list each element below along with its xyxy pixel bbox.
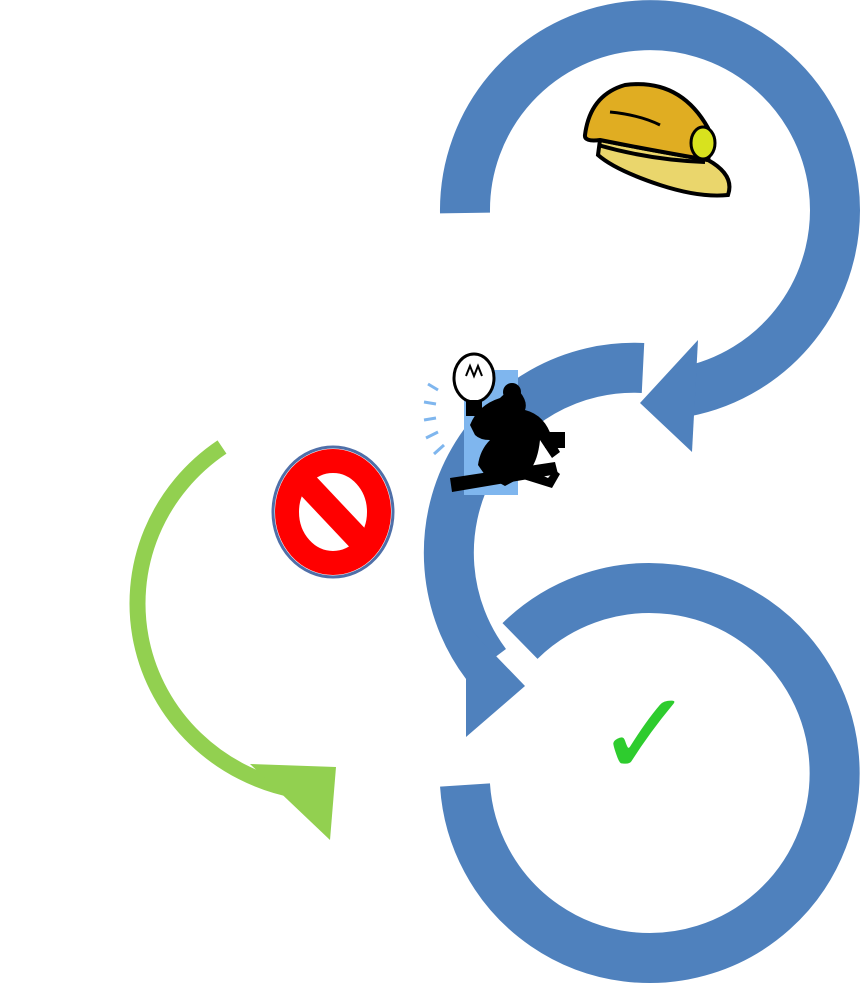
- checkmark-icon: ✓: [596, 665, 695, 803]
- hardhat-icon: [582, 82, 732, 198]
- middle-cycle-arrowhead: [466, 625, 525, 737]
- bypass-arrow: [129, 440, 336, 840]
- top-cycle-arc: [439, 0, 860, 417]
- lightbulb-businessman-icon: [423, 352, 565, 495]
- businessman-silhouette: [470, 390, 560, 488]
- prohibition-icon: [271, 445, 395, 579]
- bypass-arc: [129, 440, 297, 798]
- light-rays: [423, 382, 446, 456]
- bottom-cycle-arrow: [440, 563, 860, 983]
- top-cycle-arrow: [439, 0, 860, 452]
- hardhat-lamp: [689, 125, 717, 161]
- top-cycle-arrowhead: [640, 340, 698, 452]
- bypass-arrowhead: [250, 764, 336, 840]
- bottom-cycle-arc: [440, 563, 860, 983]
